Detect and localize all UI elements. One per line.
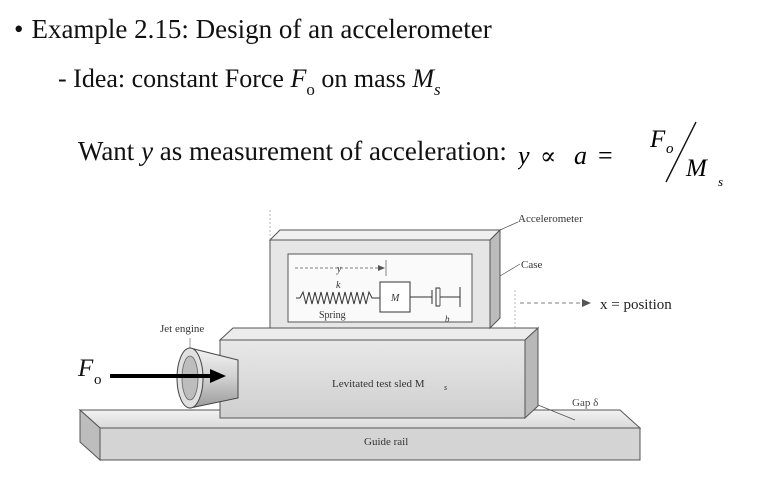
formula-proportional: ∝	[540, 142, 556, 170]
idea-mass-sub: s	[434, 80, 441, 99]
position-arrowhead	[582, 299, 591, 307]
gap-leader	[537, 404, 576, 421]
idea-mass-var: M	[412, 64, 435, 93]
want-before: Want	[78, 136, 142, 166]
formula-num-var: F	[649, 126, 666, 153]
formula-equals: =	[598, 141, 613, 170]
formula-slash	[665, 121, 697, 183]
bullet-symbol: •	[14, 14, 24, 44]
want-line: Want y as measurement of acceleration:	[78, 136, 507, 167]
accelerometer-case	[268, 228, 502, 330]
force-arrowhead	[210, 369, 226, 383]
k-label: k	[336, 280, 341, 291]
want-y-var: y	[141, 136, 154, 166]
force-label: F	[77, 355, 94, 382]
formula-den-var: M	[685, 155, 708, 182]
test-sled	[218, 326, 540, 420]
guide-rail-label: Guide rail	[364, 436, 408, 448]
sled-label: Levitated test sled M	[332, 378, 425, 390]
gap-label: Gap δ	[572, 397, 598, 409]
spring-label: Spring	[319, 310, 346, 321]
want-after: as measurement of acceleration:	[153, 136, 507, 166]
idea-force-sub: o	[306, 80, 315, 99]
case-leader	[499, 263, 521, 277]
formula-den-sub: s	[718, 174, 723, 189]
accelerometer-leader	[499, 221, 519, 231]
idea-force-var: F	[290, 64, 307, 93]
example-title: •Example 2.15: Design of an acceleromete…	[14, 14, 492, 45]
accelerometer-label: Accelerometer	[518, 213, 583, 225]
idea-middle: on mass	[314, 64, 413, 93]
mass-label: M	[390, 293, 400, 304]
idea-line: - Idea: constant Force Fo on mass Ms	[58, 64, 441, 99]
force-label-sub: o	[94, 372, 102, 388]
formula-a: a	[574, 141, 587, 170]
spring-mass-damper	[295, 260, 461, 313]
accelerometer-diagram: Guide rail Levitated test sled M s Gap δ…	[77, 210, 672, 462]
sled-label-sub: s	[444, 383, 447, 392]
y-label: y	[336, 264, 342, 275]
case-label: Case	[521, 259, 543, 271]
b-label: b	[445, 314, 450, 324]
formula-num-sub: o	[666, 141, 674, 157]
formula-y: y	[518, 141, 530, 170]
position-label: x = position	[600, 297, 672, 313]
acceleration-formula: y ∝ a = F o M s	[518, 121, 723, 189]
jet-engine-label: Jet engine	[160, 323, 204, 335]
idea-prefix: - Idea: constant Force	[58, 64, 291, 93]
example-title-text: Example 2.15: Design of an accelerometer	[31, 14, 492, 44]
